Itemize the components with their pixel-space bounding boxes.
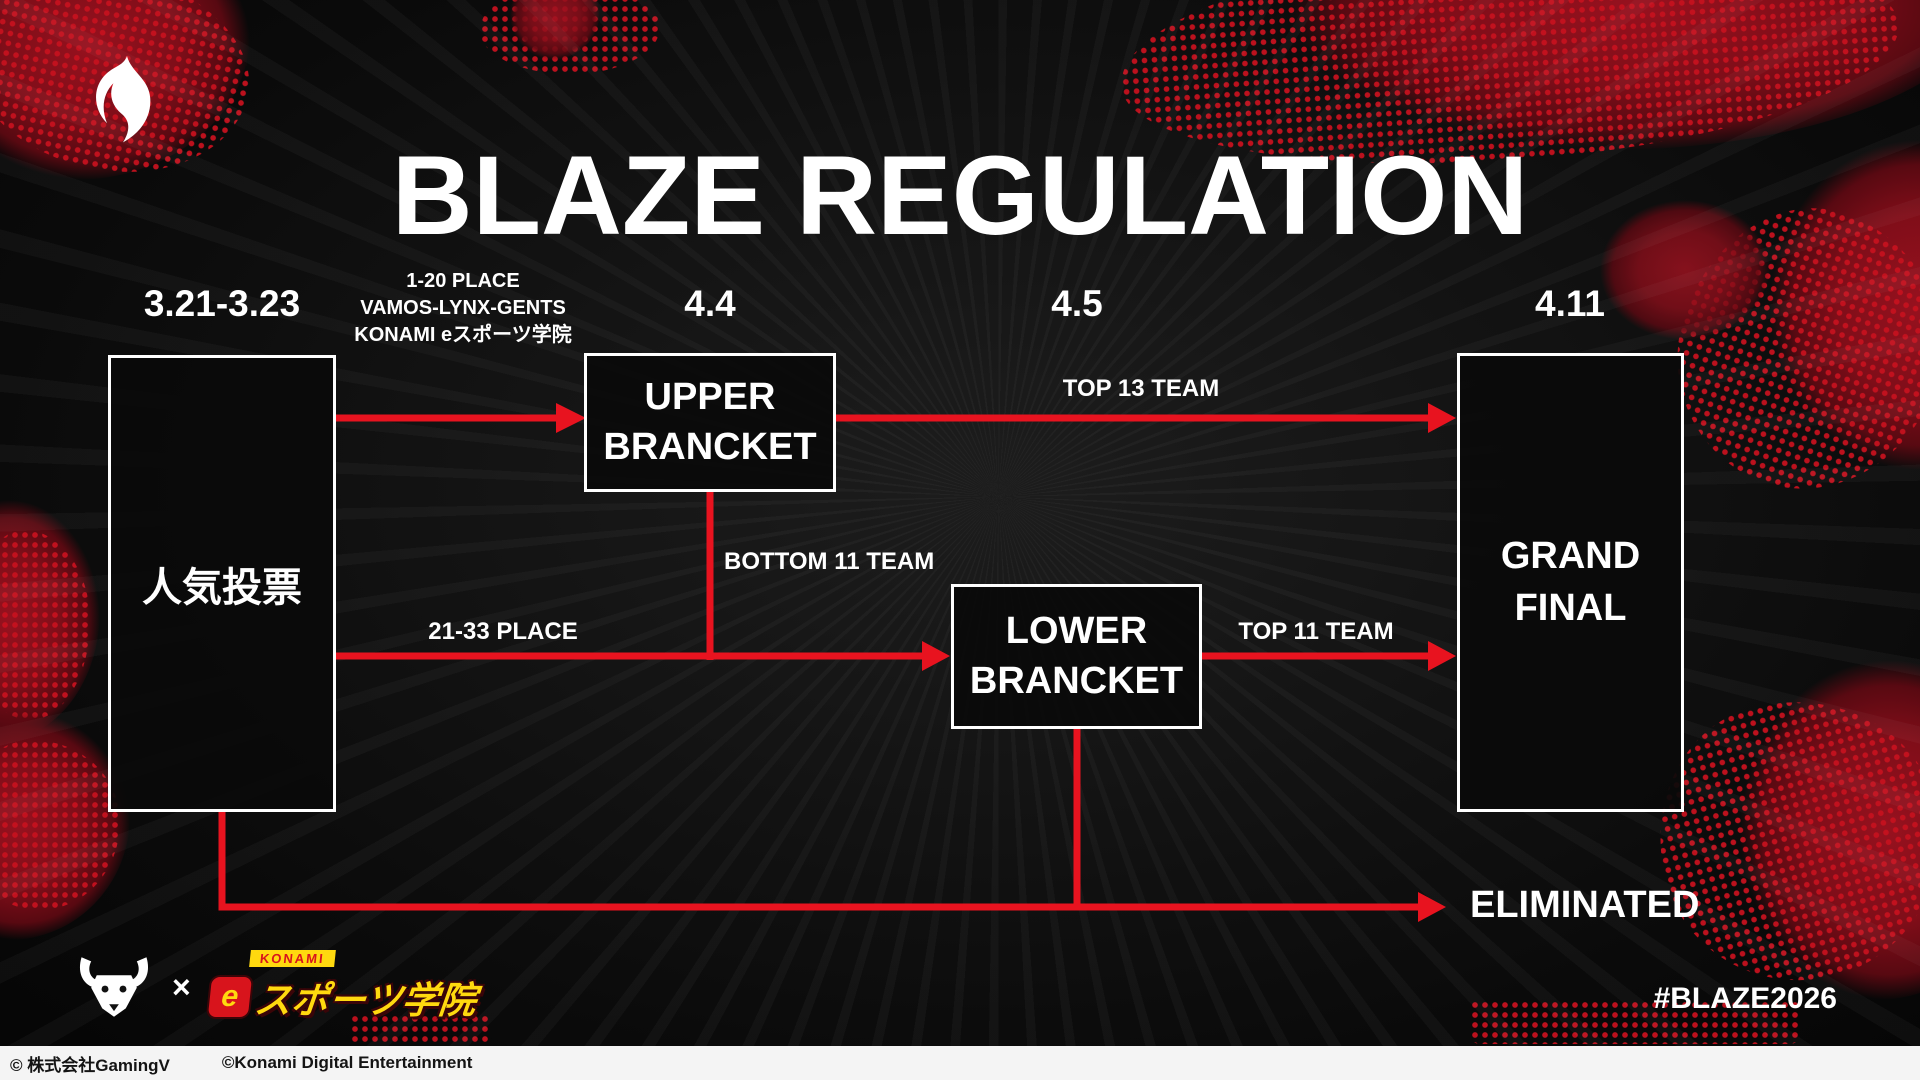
konami-wordmark: KONAMI <box>248 950 336 967</box>
grand-final-node: GRAND FINAL <box>1457 353 1684 812</box>
brand-row: × KONAMI e スポーツ学院 <box>76 950 478 1024</box>
halftone-dots <box>350 1014 490 1044</box>
halftone-dots <box>1470 1000 1800 1044</box>
grand-final-label: GRAND FINAL <box>1500 535 1641 629</box>
flame-logo-icon <box>96 56 151 143</box>
edge-label-line: KONAMI eスポーツ学院 <box>354 324 572 346</box>
page-title: BLAZE REGULATION <box>391 133 1529 259</box>
konami-e-badge-icon: e <box>207 977 252 1017</box>
red-splatter <box>1600 200 1770 340</box>
edge-label-vote-to-upper: 1-20 PLACE VAMOS-LYNX-GENTS KONAMI eスポーツ… <box>354 268 571 349</box>
copyright-konami: ©Konami Digital Entertainment <box>221 1053 473 1072</box>
date-vote: 3.21-3.23 <box>143 283 301 324</box>
date-upper-bracket: 4.4 <box>684 283 736 324</box>
gamingv-bull-logo-icon <box>79 957 149 1017</box>
copyright-bar: © 株式会社GamingV ©Konami Digital Entertainm… <box>0 1046 1920 1080</box>
lower-bracket-label: LOWER BRANCKET <box>969 610 1184 702</box>
cross-mark: × <box>172 968 191 1005</box>
date-lower-bracket: 4.5 <box>1051 283 1103 324</box>
edge-label-line: VAMOS-LYNX-GENTS <box>360 297 566 319</box>
konami-academy-text: スポーツ学院 <box>252 980 478 1021</box>
date-grand-final: 4.11 <box>1535 283 1605 324</box>
edge-label-upper-to-final: TOP 13 TEAM <box>1062 375 1220 402</box>
upper-bracket-label: UPPER BRANCKET <box>603 376 817 468</box>
vote-node-label: 人気投票 <box>142 565 302 610</box>
edge-label-line: 1-20 PLACE <box>406 270 520 292</box>
vote-node: 人気投票 <box>108 355 336 812</box>
upper-bracket-node: UPPER BRANCKET <box>584 353 836 492</box>
eliminated-label: ELIMINATED <box>1470 884 1700 926</box>
konami-esports-academy-logo: KONAMI e スポーツ学院 <box>207 950 481 1024</box>
edge-label-vote-to-lower: 21-33 PLACE <box>428 618 578 645</box>
lower-bracket-node: LOWER BRANCKET <box>951 584 1202 729</box>
edge-label-upper-to-lower: BOTTOM 11 TEAM <box>724 548 935 575</box>
edge-label-lower-to-final: TOP 11 TEAM <box>1238 618 1394 645</box>
event-hashtag: #BLAZE2026 <box>1653 982 1837 1015</box>
copyright-gamingv: © 株式会社GamingV <box>10 1055 170 1075</box>
